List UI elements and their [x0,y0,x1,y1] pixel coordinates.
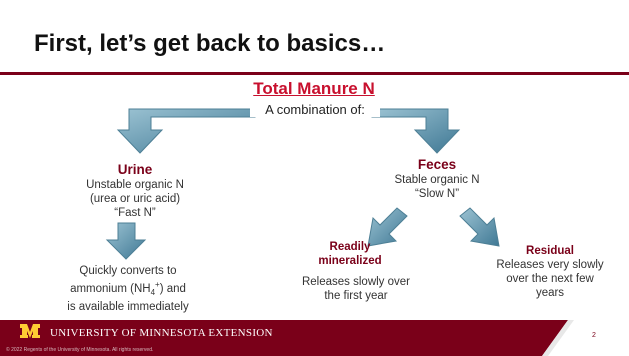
residual-block: Residual Releases very slowly over the n… [480,244,620,300]
readily-desc: Releases slowly over the first year [296,275,416,303]
residual-line-2: over the next few [506,273,594,285]
readily-title-line-1: Readily [329,241,371,253]
urine-line-3: “Fast N” [114,207,156,219]
urine-result-line-3: is available immediately [67,301,189,314]
readily-title-line-2: mineralized [318,255,382,267]
feces-title: Feces [417,157,457,172]
urine-title: Urine [117,162,153,177]
university-logo-icon [20,324,40,338]
combination-label: A combination of: [250,102,380,117]
urine-line-2: (urea or uric acid) [89,193,181,205]
down-arrow-icon [105,222,147,260]
diagonal-left-arrow-icon [367,207,408,247]
slide-title: First, let’s get back to basics… [34,30,386,57]
footer-organization: UNIVERSITY OF MINNESOTA EXTENSION [50,327,273,339]
residual-title: Residual [526,245,574,257]
page-number: 2 [592,332,596,339]
urine-block: Urine Unstable organic N (urea or uric a… [60,162,210,220]
readily-title-block: Readily mineralized [312,240,388,268]
footer-bar [0,320,629,356]
diagonal-right-arrow-icon [459,207,500,247]
readily-line-2: the first year [324,290,388,302]
footer-copyright: © 2022 Regents of the University of Minn… [6,347,154,353]
urine-result-line-2: ammonium (NH4+) and [70,280,186,298]
title-divider [0,72,629,75]
right-bent-arrow-icon [371,108,461,154]
readily-line-1: Releases slowly over [301,276,410,288]
feces-line-2: “Slow N” [414,188,460,200]
feces-block: Feces Stable organic N “Slow N” [362,157,512,201]
residual-line-1: Releases very slowly [496,259,604,271]
left-bent-arrow-icon [116,108,256,154]
urine-result-line-1: Quickly converts to [79,265,177,277]
residual-line-3: years [535,287,565,299]
total-manure-heading: Total Manure N [253,79,375,98]
urine-line-1: Unstable organic N [86,179,184,191]
urine-result-block: Quickly converts to ammonium (NH4+) and … [48,264,208,314]
feces-line-1: Stable organic N [394,174,480,186]
